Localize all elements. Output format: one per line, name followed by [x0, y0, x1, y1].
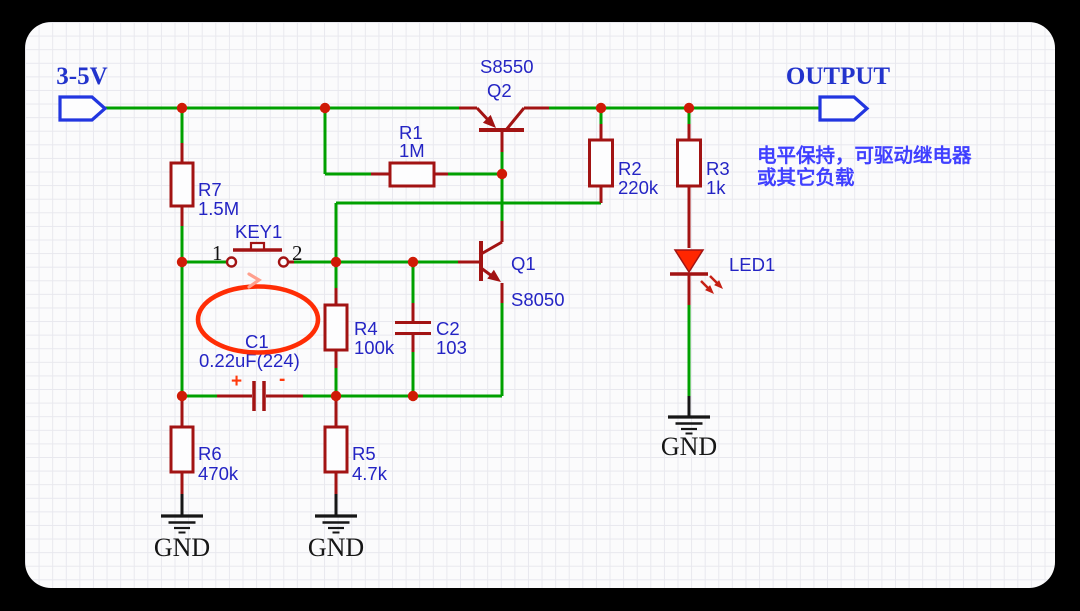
- junction-dot: [330, 390, 342, 402]
- input-port-shape: [58, 95, 108, 122]
- q2-pnp-arrow: [482, 114, 496, 128]
- junction-dot: [683, 102, 695, 114]
- resistor-r3: R3 1k: [676, 124, 730, 248]
- r4-ref-label: R4: [354, 318, 378, 339]
- junction-dot: [595, 102, 607, 114]
- transistor-q2: S8550 Q2: [459, 56, 549, 152]
- key1-pin2-terminal: [277, 256, 290, 268]
- q2-ref-label: Q2: [487, 80, 512, 101]
- ground-symbol-r5: GND: [308, 494, 364, 562]
- c1-ref-label: C1: [245, 331, 269, 352]
- schematic-grid-board: [25, 22, 1055, 588]
- c1-plus-mark: +: [231, 371, 242, 392]
- junction-dot: [496, 168, 508, 180]
- key1-pin2-number: 2: [292, 241, 303, 265]
- transistor-q1: Q1 S8050: [458, 221, 565, 310]
- q1-ref-label: Q1: [511, 253, 536, 274]
- led-emission-arrow: [714, 280, 723, 289]
- capacitor-c1: C1 0.22uF(224) + -: [199, 331, 303, 411]
- highlight-ellipse: [195, 284, 321, 355]
- r7-value-label: 1.5M: [198, 198, 239, 219]
- junction-dot: [176, 256, 188, 268]
- input-port-label: 3-5V: [56, 63, 107, 90]
- junction-dot: [176, 102, 188, 114]
- gnd-label: GND: [154, 533, 210, 562]
- port-output: OUTPUT: [786, 63, 891, 122]
- q2-part-label: S8550: [480, 56, 534, 77]
- q1-npn-arrow: [487, 269, 501, 282]
- r1-value-label: 1M: [399, 140, 425, 161]
- ground-symbol-led: GND: [661, 396, 717, 461]
- port-input: 3-5V: [56, 63, 108, 122]
- resistor-r1: R1 1M: [371, 122, 448, 188]
- led-triangle: [673, 249, 705, 274]
- resistor-r6: R6 470k: [169, 400, 239, 494]
- output-port-label: OUTPUT: [786, 63, 891, 90]
- push-button-key1: KEY1 1 2: [212, 221, 303, 268]
- ground-symbol-r6: GND: [154, 494, 210, 562]
- led-led1: LED1: [670, 249, 775, 305]
- c2-ref-label: C2: [436, 318, 460, 339]
- key1-pin1-terminal: [225, 256, 238, 268]
- c1-value-label: 0.22uF(224): [199, 350, 300, 371]
- resistor-r2: R2 220k: [588, 124, 659, 203]
- r5-value-label: 4.7k: [352, 463, 388, 484]
- r2-ref-label: R2: [618, 158, 642, 179]
- r3-value-label: 1k: [706, 177, 726, 198]
- highlight-annotation: [195, 272, 321, 355]
- r3-ref-label: R3: [706, 158, 730, 179]
- c2-value-label: 103: [436, 337, 467, 358]
- c1-minus-mark: -: [279, 369, 285, 390]
- resistor-r5: R5 4.7k: [323, 400, 388, 494]
- gnd-label: GND: [661, 432, 717, 461]
- led1-ref-label: LED1: [729, 254, 775, 275]
- r7-ref-label: R7: [198, 179, 222, 200]
- r4-value-label: 100k: [354, 337, 395, 358]
- resistor-r4: R4 100k: [323, 288, 395, 368]
- gnd-label: GND: [308, 533, 364, 562]
- junction-dot: [319, 102, 331, 114]
- r6-ref-label: R6: [198, 443, 222, 464]
- r5-ref-label: R5: [352, 443, 376, 464]
- junction-dot: [176, 390, 188, 402]
- q1-part-label: S8050: [511, 289, 565, 310]
- key1-plunger: [249, 241, 266, 251]
- junction-dot: [330, 256, 342, 268]
- r2-value-label: 220k: [618, 177, 659, 198]
- capacitor-c2: C2 103: [395, 303, 467, 358]
- r1-ref-label: R1: [399, 122, 423, 143]
- key1-ref-label: KEY1: [235, 221, 282, 242]
- note-line2: 或其它负载: [757, 166, 855, 189]
- output-port-shape: [818, 95, 870, 122]
- junction-dots: [176, 102, 695, 402]
- key1-pin1-number: 1: [212, 241, 223, 265]
- junction-dot: [407, 256, 419, 268]
- led-emission-arrow: [705, 285, 714, 294]
- junction-dot: [407, 390, 419, 402]
- highlight-arrow-icon: [247, 272, 262, 289]
- wires: [105, 106, 820, 398]
- note-line1: 电平保持，可驱动继电器: [757, 144, 972, 167]
- r6-value-label: 470k: [198, 463, 239, 484]
- resistor-r7: R7 1.5M: [169, 143, 239, 226]
- annotation-note: 电平保持，可驱动继电器 或其它负载: [757, 144, 972, 189]
